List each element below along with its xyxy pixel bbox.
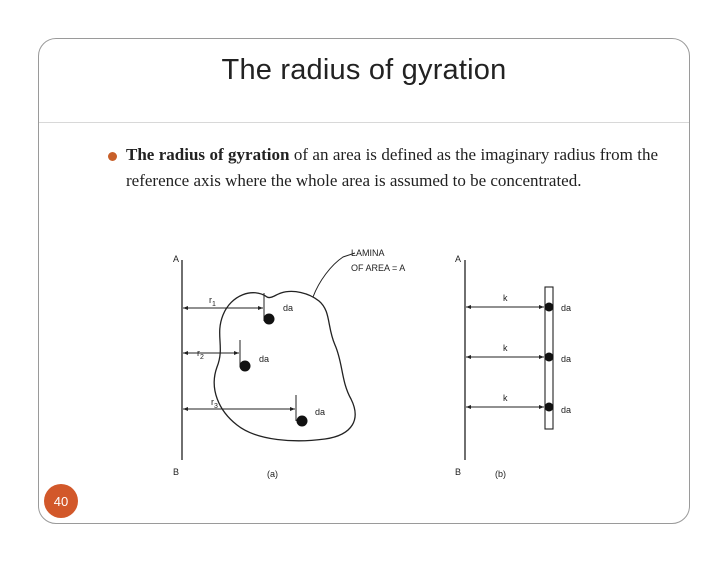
axis-b-label: B xyxy=(173,467,179,477)
r2-symbol: r xyxy=(197,348,200,358)
da-label-2: da xyxy=(259,354,269,364)
slide-title: The radius of gyration xyxy=(221,54,507,86)
page-number-badge: 40 xyxy=(44,484,78,518)
strip-dot-2 xyxy=(544,352,554,362)
axis-b-a-label: A xyxy=(455,254,461,264)
caption-a: (a) xyxy=(267,469,278,479)
radius-of-gyration-figure: A B LAMINA OF AREA = A r1 da r2 da r3 da… xyxy=(173,248,571,479)
strip-dot-3 xyxy=(544,402,554,412)
area-element-dot-1 xyxy=(263,313,275,325)
k-label-2: k xyxy=(503,343,508,353)
bullet-bold-term: The radius of gyration xyxy=(126,145,290,164)
slide-frame xyxy=(38,38,690,524)
caption-b: (b) xyxy=(495,469,506,479)
axis-b-b-label: B xyxy=(455,467,461,477)
area-element-dot-2 xyxy=(239,360,251,372)
title-divider xyxy=(39,122,689,123)
bullet-body-text: of an area is defined as the imaginary r… xyxy=(126,145,658,190)
da-label-1: da xyxy=(283,303,293,313)
r1-label: r1 xyxy=(209,295,216,308)
r2-label: r2 xyxy=(197,348,204,361)
axis-a-label: A xyxy=(173,254,179,264)
lamina-outline xyxy=(213,290,356,442)
r1-subscript: 1 xyxy=(212,301,216,308)
bullet-paragraph: The radius of gyration of an area is def… xyxy=(126,142,658,194)
da-label-b1: da xyxy=(561,303,571,313)
k-label-3: k xyxy=(503,393,508,403)
r3-label: r3 xyxy=(211,397,218,410)
area-element-dot-3 xyxy=(296,415,308,427)
da-label-b2: da xyxy=(561,354,571,364)
r3-subscript: 3 xyxy=(214,403,218,410)
lamina-label-line2: OF AREA = A xyxy=(351,263,405,273)
r3-symbol: r xyxy=(211,397,214,407)
strip-dot-1 xyxy=(544,302,554,312)
da-label-3: da xyxy=(315,407,325,417)
k-label-1: k xyxy=(503,293,508,303)
bullet-dot-icon xyxy=(108,152,117,161)
lamina-label-line1: LAMINA xyxy=(351,248,385,258)
da-label-b3: da xyxy=(561,405,571,415)
r1-symbol: r xyxy=(209,295,212,305)
r2-subscript: 2 xyxy=(200,354,204,361)
lamina-pointer xyxy=(312,252,356,298)
